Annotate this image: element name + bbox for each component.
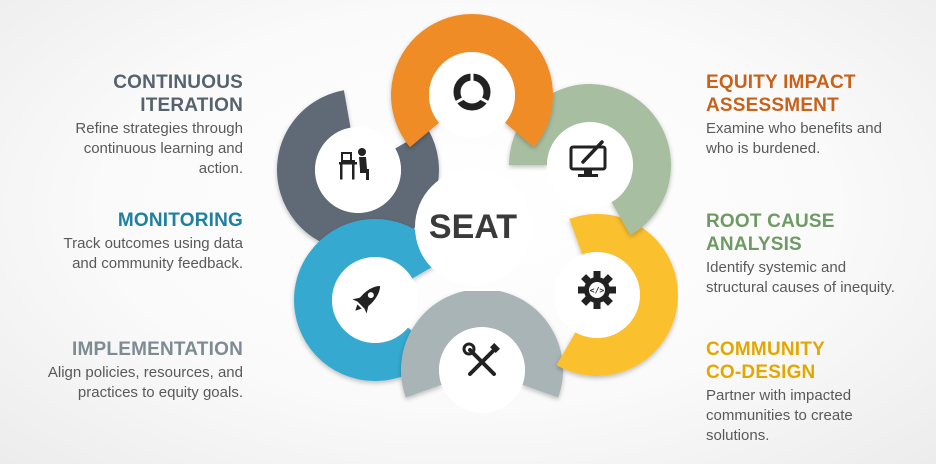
ring-segment-grey (401, 289, 563, 398)
ring-segment-orange (391, 14, 553, 148)
ring-segment-blue (294, 219, 446, 381)
ring-segment-green-inner (547, 122, 633, 208)
center-hub (415, 169, 531, 285)
stage-description: Track outcomes using data and community … (63, 235, 243, 272)
stage-root-cause-analysis: ROOT CAUSE ANALYSIS Identify systemic an… (706, 210, 932, 298)
stage-title: ROOT CAUSE ANALYSIS (706, 211, 835, 255)
monitor-pen-icon (569, 140, 607, 177)
code-gear-icon: </> (578, 271, 616, 309)
ring-segment-slate-inner (315, 127, 401, 213)
ring-segment-slate (277, 90, 439, 251)
center-label: SEAT (429, 208, 517, 246)
stage-title: EQUITY IMPACT ASSESSMENT (706, 72, 856, 116)
stage-description: Examine who benefits and who is burdened… (706, 120, 882, 157)
ring-segment-grey-inner (439, 327, 525, 413)
ring-segment-blue-inner (332, 257, 418, 343)
svg-text:</>: </> (590, 286, 605, 295)
stage-monitoring: MONITORING Track outcomes using data and… (3, 209, 243, 274)
stage-title: MONITORING (117, 210, 243, 231)
stage-description: Identify systemic and structural causes … (706, 259, 895, 296)
stage-title: IMPLEMENTATION (72, 339, 243, 360)
ring-segment-orange-inner (429, 52, 515, 138)
stage-implementation: IMPLEMENTATION Align policies, resources… (3, 338, 243, 403)
rocket-icon (352, 285, 381, 314)
stage-continuous-iteration: CONTINUOUS ITERATION Refine strategies t… (3, 71, 243, 179)
stage-description: Partner with impacted communities to cre… (706, 387, 853, 444)
tools-icon (462, 342, 500, 376)
stage-community-co-design: COMMUNITY CO-DESIGN Partner with impacte… (706, 338, 932, 446)
person-at-desk-icon (339, 148, 369, 180)
pie-chart-icon (453, 73, 491, 111)
stage-description: Refine strategies through continuous lea… (75, 120, 243, 177)
stage-title: COMMUNITY CO-DESIGN (706, 339, 825, 383)
stage-equity-impact-assessment: EQUITY IMPACT ASSESSMENT Examine who ben… (706, 71, 932, 159)
stage-description: Align policies, resources, and practices… (47, 364, 243, 401)
ring-segment-yellow (556, 214, 678, 376)
stage-title: CONTINUOUS ITERATION (113, 72, 243, 116)
